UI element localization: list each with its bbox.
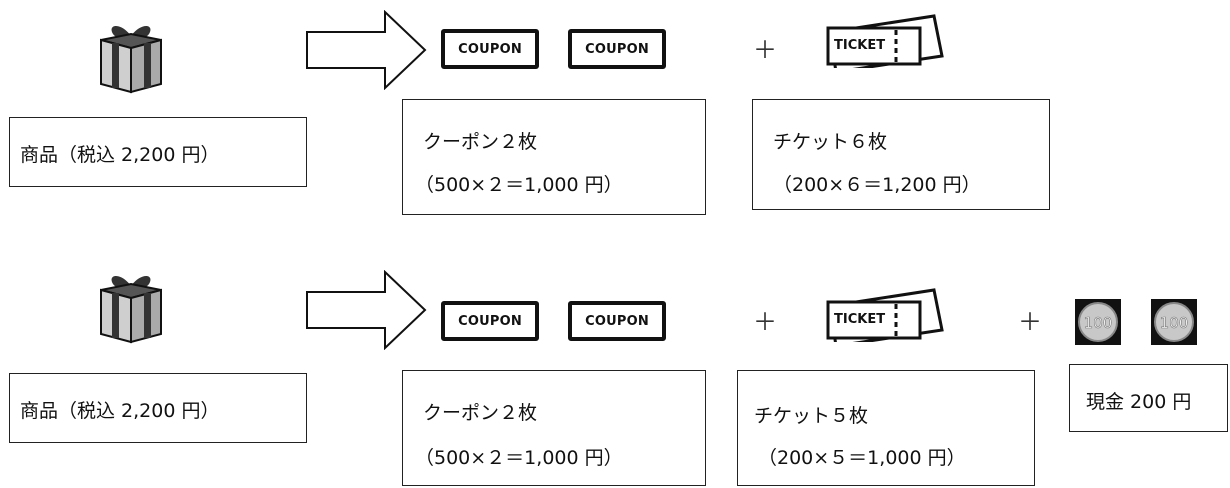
ticket-label: TICKET xyxy=(834,38,886,53)
coupon-count-text: クーポン２枚 xyxy=(423,131,538,153)
coupon-calc-text: （500×２＝1,000 円） xyxy=(415,447,623,469)
plus-sign: ＋ xyxy=(1018,308,1042,336)
coupon-icon: COUPON xyxy=(441,29,539,69)
gift-box-icon xyxy=(100,26,162,94)
coupon-icon: COUPON xyxy=(441,301,539,341)
product-box: 商品（税込 2,200 円） xyxy=(9,373,307,443)
product-box: 商品（税込 2,200 円） xyxy=(9,117,307,187)
ticket-info-box: チケット６枚 （200×６＝1,200 円） xyxy=(752,99,1050,210)
right-arrow-icon xyxy=(306,10,427,90)
ticket-count-text: チケット５枚 xyxy=(754,405,869,427)
coupon-info-box: クーポン２枚 （500×２＝1,000 円） xyxy=(402,370,706,486)
coupon-icon: COUPON xyxy=(568,29,666,69)
coin-100-yen-icon: 100 xyxy=(1151,299,1197,345)
ticket-info-box: チケット５枚 （200×５＝1,000 円） xyxy=(737,370,1035,486)
coin-label: 100 xyxy=(1084,314,1113,332)
plus-sign: ＋ xyxy=(753,308,777,336)
product-label: 商品（税込 2,200 円） xyxy=(20,144,220,166)
coupon-calc-text: （500×２＝1,000 円） xyxy=(415,174,623,196)
coupon-count-text: クーポン２枚 xyxy=(423,402,538,424)
plus-sign: ＋ xyxy=(753,36,777,64)
right-arrow-icon xyxy=(306,270,427,350)
cash-info-box: 現金 200 円 xyxy=(1069,364,1228,432)
ticket-icon: TICKET xyxy=(826,282,956,342)
ticket-icon: TICKET xyxy=(826,8,956,68)
gift-box-icon xyxy=(100,276,162,344)
coupon-info-box: クーポン２枚 （500×２＝1,000 円） xyxy=(402,99,706,215)
coin-label: 100 xyxy=(1160,314,1189,332)
ticket-calc-text: （200×６＝1,200 円） xyxy=(773,174,981,196)
ticket-count-text: チケット６枚 xyxy=(773,131,888,153)
cash-amount-text: 現金 200 円 xyxy=(1086,391,1192,413)
coupon-icon: COUPON xyxy=(568,301,666,341)
ticket-calc-text: （200×５＝1,000 円） xyxy=(758,447,966,469)
ticket-label: TICKET xyxy=(834,312,886,327)
coin-100-yen-icon: 100 xyxy=(1075,299,1121,345)
product-label: 商品（税込 2,200 円） xyxy=(20,400,220,422)
